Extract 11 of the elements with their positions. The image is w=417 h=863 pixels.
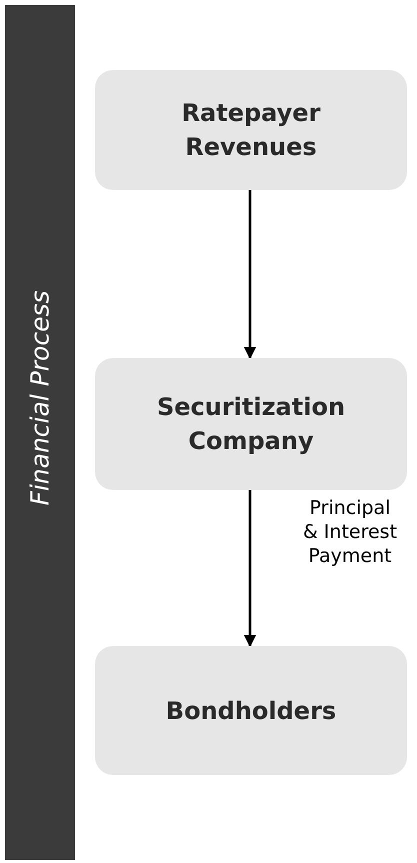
arrow xyxy=(244,490,256,648)
box-label: Securitization Company xyxy=(156,392,346,457)
band-title: Financial Process xyxy=(24,290,56,506)
process-box xyxy=(95,70,407,190)
process-box xyxy=(95,646,407,775)
box-label: Bondholders xyxy=(166,696,336,726)
box-label: Ratepayer Revenues xyxy=(180,98,322,163)
process-box xyxy=(95,358,407,490)
arrow xyxy=(244,190,256,360)
side-band xyxy=(5,5,75,860)
edge-label: Principal & Interest Payment xyxy=(302,496,398,568)
